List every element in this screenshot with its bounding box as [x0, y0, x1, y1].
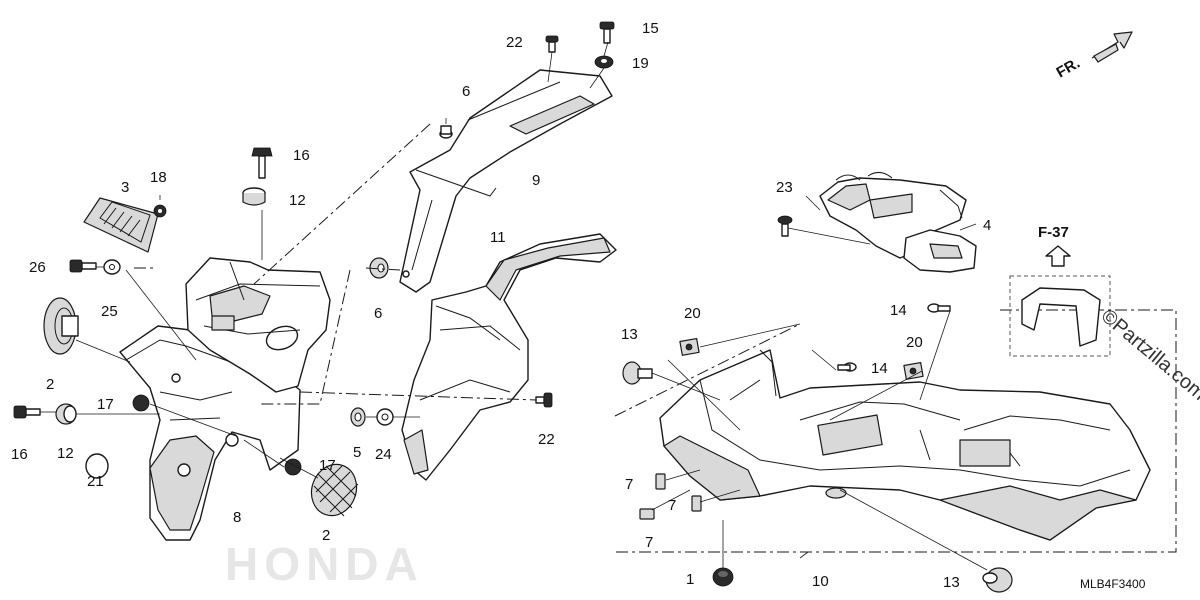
bolt-26 — [69, 259, 97, 273]
grommet-2-left — [43, 297, 79, 355]
callout-7-c: 7 — [645, 534, 653, 551]
bolt-15 — [599, 21, 615, 44]
screw-14-upper — [927, 303, 951, 313]
stay-9 — [399, 69, 613, 293]
cap-21 — [85, 453, 109, 479]
callout-7-b: 7 — [668, 497, 676, 514]
callout-23: 23 — [776, 179, 793, 196]
bolt-16-lower — [13, 405, 41, 419]
washer-24 — [376, 408, 394, 426]
callout-13-lower: 13 — [943, 574, 960, 591]
callout-10: 10 — [812, 573, 829, 590]
callout-20-right: 20 — [906, 334, 923, 351]
license-bracket-8 — [119, 325, 301, 541]
callout-17-left: 17 — [97, 396, 114, 413]
callout-19: 19 — [632, 55, 649, 72]
grommet-1 — [712, 567, 734, 587]
tail-light-housing — [185, 257, 331, 393]
collar-12-upper — [242, 187, 266, 206]
nut-18 — [153, 204, 167, 218]
screw-23 — [777, 215, 793, 237]
cushion-7-a — [655, 473, 666, 490]
callout-5: 5 — [353, 444, 361, 461]
reflector-part — [83, 197, 159, 253]
callout-14-lower: 14 — [871, 360, 888, 377]
front-arrow-icon — [1091, 31, 1133, 63]
callout-16-upper: 16 — [293, 147, 310, 164]
inner-fender-11 — [401, 233, 617, 481]
grommet-2-mesh — [310, 463, 359, 517]
nut-17-right — [284, 458, 302, 476]
callout-7-a: 7 — [625, 476, 633, 493]
callout-1: 1 — [686, 571, 694, 588]
left-leader-lines — [40, 41, 609, 479]
screw-14-lower — [837, 362, 857, 372]
callout-13-upper: 13 — [621, 326, 638, 343]
cover-23 — [819, 172, 967, 259]
callout-2-left: 2 — [46, 376, 54, 393]
callout-8: 8 — [233, 509, 241, 526]
clip-nut-20-right — [903, 361, 924, 380]
cushion-7-c — [639, 508, 655, 520]
reference-up-arrow-icon — [1045, 245, 1071, 267]
bolt-22-lower — [535, 392, 553, 408]
nut-17-left — [132, 394, 150, 412]
callout-9: 9 — [532, 172, 540, 189]
callout-3: 3 — [121, 179, 129, 196]
callout-26: 26 — [29, 259, 46, 276]
callout-20-left: 20 — [684, 305, 701, 322]
callout-14-upper: 14 — [890, 302, 907, 319]
right-leader-lines — [651, 195, 988, 571]
front-indicator-label: FR. — [1054, 55, 1083, 82]
callout-2-lower: 2 — [322, 527, 330, 544]
reference-box-f37 — [1009, 275, 1111, 357]
callout-4: 4 — [983, 217, 991, 234]
collar-12-lower — [55, 403, 77, 425]
diagram-code: MLB4F3400 — [1080, 577, 1146, 591]
bolt-22-upper — [545, 35, 559, 53]
nut-5 — [350, 407, 366, 427]
callout-12-lower: 12 — [57, 445, 74, 462]
grommet-13-lower — [982, 567, 1013, 593]
washer-25 — [103, 259, 121, 275]
callout-25: 25 — [101, 303, 118, 320]
callout-22-upper: 22 — [506, 34, 523, 51]
callout-21: 21 — [87, 473, 104, 490]
watermark-text: ©Partzilla.com — [1097, 305, 1200, 405]
callout-12-upper: 12 — [289, 192, 306, 209]
callout-24: 24 — [375, 446, 392, 463]
bolt-16-upper — [251, 147, 273, 179]
callout-16-lower: 16 — [11, 446, 28, 463]
collar-6-upper — [439, 125, 453, 139]
callout-18: 18 — [150, 169, 167, 186]
faint-honda-logo: HONDA — [225, 538, 424, 590]
undertray-10 — [659, 349, 1151, 541]
grommet-13-upper — [622, 361, 653, 385]
callout-15: 15 — [642, 20, 659, 37]
clip-nut-20-left — [679, 337, 700, 356]
cushion-7-b — [691, 495, 702, 512]
callout-6-lower: 6 — [374, 305, 382, 322]
callout-6-upper: 6 — [462, 83, 470, 100]
callout-22-lower: 22 — [538, 431, 555, 448]
callout-11: 11 — [490, 229, 506, 246]
callout-17-right: 17 — [319, 457, 336, 474]
washer-19 — [594, 55, 614, 69]
reference-label: F-37 — [1038, 224, 1069, 241]
bracket-4 — [903, 189, 977, 273]
